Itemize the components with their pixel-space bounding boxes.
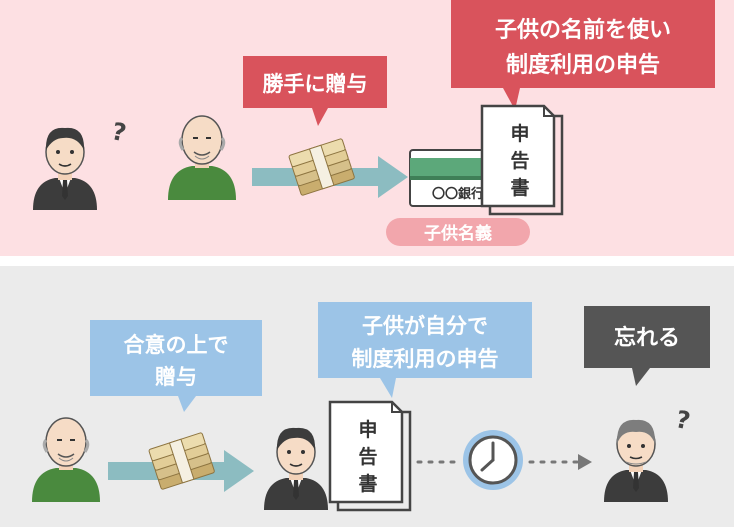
doc-char-2: 告 xyxy=(510,149,529,172)
doc-char-3: 書 xyxy=(358,473,377,495)
doc-char-1: 申 xyxy=(510,122,529,145)
document-icon: 申 告 書 xyxy=(328,400,412,512)
callout-declare-line2: 制度利用の申告 xyxy=(506,52,660,78)
callout-forget: 忘れる xyxy=(584,306,710,386)
question-icon: ? xyxy=(109,117,128,147)
bank-book-icon: 〇〇銀行 xyxy=(409,149,503,207)
doc-char-3: 書 xyxy=(510,177,529,199)
child-name-badge-text: 子供名義 xyxy=(424,223,492,244)
callout-gift: 勝手に贈与 xyxy=(243,56,387,126)
clock-icon xyxy=(463,430,523,490)
callout-self-line2: 制度利用の申告 xyxy=(352,347,499,371)
top-young-man xyxy=(32,127,98,211)
callout-declare: 子供の名前を使い 制度利用の申告 xyxy=(451,0,715,110)
callout-agree-line1: 合意の上で xyxy=(124,333,229,357)
money-bundle-icon xyxy=(148,431,216,491)
bank-label: 〇〇銀行 xyxy=(432,186,484,202)
callout-gift-text: 勝手に贈与 xyxy=(263,72,368,96)
callout-self-line1: 子供が自分で xyxy=(362,314,488,338)
callout-self: 子供が自分で 制度利用の申告 xyxy=(318,302,532,398)
question-icon: ? xyxy=(673,405,692,435)
document-icon: 申 告 書 xyxy=(480,104,564,216)
callout-declare-line1: 子供の名前を使い xyxy=(495,17,671,43)
doc-char-2: 告 xyxy=(358,445,377,468)
dotted-timeline xyxy=(416,454,592,470)
bottom-old-man xyxy=(30,416,102,504)
child-name-badge: 子供名義 xyxy=(386,218,530,246)
callout-agree: 合意の上で 贈与 xyxy=(90,320,262,412)
doc-char-1: 申 xyxy=(358,418,377,441)
callout-agree-line2: 贈与 xyxy=(155,365,197,389)
bottom-gray-man xyxy=(603,419,669,503)
callout-forget-text: 忘れる xyxy=(614,325,680,351)
bottom-young-man xyxy=(263,427,329,511)
top-old-man xyxy=(166,114,238,202)
money-bundle-icon xyxy=(288,137,356,197)
